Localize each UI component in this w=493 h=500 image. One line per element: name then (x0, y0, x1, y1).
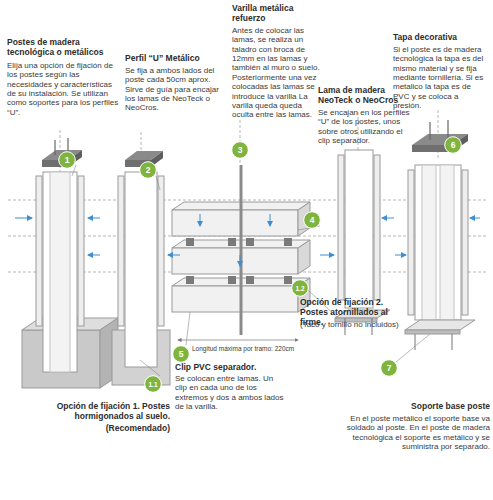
callout-number: 4 (303, 211, 321, 229)
callout-label: 2 (139, 161, 157, 179)
post-capped (405, 120, 475, 350)
post-profile (112, 151, 170, 385)
callout-label: 1 (58, 151, 76, 169)
callout-number: 2 (139, 161, 157, 179)
callout-heading: Soporte base poste (330, 402, 490, 412)
callout-heading: Tapa decorativa (393, 33, 489, 43)
callout-text: (Taco y tornillo no incluidos) (300, 320, 412, 329)
callout-label: 5 (172, 345, 190, 363)
callout-label: 1.1 (144, 375, 162, 393)
callout-label: 4 (303, 211, 321, 229)
leader-lines (72, 136, 461, 376)
callout-heading: Opción de fijación 1. Postes hormigonado… (52, 402, 170, 422)
callout-number: 3 (231, 141, 249, 159)
callout-label: 7 (380, 359, 398, 377)
callout-number: 1.1 (144, 375, 162, 393)
callout-heading: (Recomendado) (52, 424, 170, 434)
callout-heading: Clip PVC separador. (175, 363, 285, 373)
callout-label: 6 (444, 136, 462, 154)
direction-arrows (15, 214, 480, 266)
callout-text: Elija una opción de fijación de los post… (7, 61, 123, 117)
callout-text: Se encajan en los perfiles “U” de los po… (318, 108, 410, 145)
post-concrete (22, 138, 118, 388)
slats (172, 165, 310, 340)
callout-text: Longitud máxima por tramo: 220cm (192, 345, 312, 353)
callout-number: 1.2 (291, 279, 309, 297)
callout-text: En el poste metálico el soporte base va … (330, 414, 490, 451)
callout-number: 5 (172, 345, 190, 363)
callout-label: 3 (231, 141, 249, 159)
callout-text: Se colocan entre lamas. Un clip en cada … (175, 374, 285, 411)
callout-heading: Postes de madera tecnológica o metálicos (7, 38, 123, 58)
callout-heading: Varilla metálica refuerzo (232, 4, 324, 24)
callout-text: Se fija a ambos lados del poste cada 50c… (125, 66, 219, 113)
callout-number: 6 (444, 136, 462, 154)
callout-label: 1.2 (291, 279, 309, 297)
callout-heading: Perfil “U” Metálico (125, 54, 220, 64)
callout-number: 1 (58, 151, 76, 169)
callout-text: Antes de colocar las lamas, se realiza u… (232, 26, 324, 120)
callout-number: 7 (380, 359, 398, 377)
callout-text: Si el poste es de madera tecnológica la … (393, 45, 489, 111)
